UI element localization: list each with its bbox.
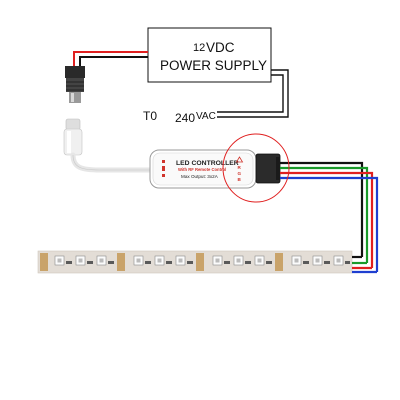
strip-resistor: [145, 261, 151, 264]
strip-resistor: [166, 261, 172, 264]
controller-pin-label-r: R: [238, 165, 242, 170]
controller-input-cable: [70, 152, 153, 173]
output-wire-red: [280, 171, 374, 268]
mains-wire-2: [217, 69, 289, 118]
led-strip: [37, 250, 353, 274]
controller-polarity-triangle: [235, 156, 244, 163]
led-chip: [133, 255, 144, 266]
strip-resistor: [66, 261, 72, 264]
rgb-output-wires: [280, 161, 379, 272]
strip-resistor: [108, 261, 114, 264]
controller-input-mark: [162, 174, 165, 177]
dc-barrel-socket-shine: [67, 131, 71, 153]
power-supply-voltage-unit: VDC: [206, 40, 235, 55]
dc-barrel-socket-cap: [65, 118, 81, 131]
dc-output-leads: [73, 51, 148, 66]
power-supply-voltage-number: 12: [193, 42, 205, 54]
output-connector: [255, 153, 281, 184]
led-chip: [291, 255, 302, 266]
controller-input-mark: [162, 160, 165, 163]
power-supply: 12 VDC POWER SUPPLY: [147, 27, 272, 83]
led-controller: LED CONTROLLER With RF Remote Control Ma…: [149, 149, 257, 189]
led-strip-cut-pads: [40, 253, 283, 271]
dc-barrel-plug-body: [65, 66, 85, 78]
controller-pin-label-g: G: [238, 171, 242, 176]
controller-output-markings: R G B: [235, 156, 244, 182]
led-chip: [75, 255, 86, 266]
dc-barrel-socket: [63, 118, 83, 156]
controller-pin-label-b: B: [238, 177, 242, 182]
dc-red-wire: [73, 51, 148, 66]
led-strip-resistors: [66, 261, 350, 264]
led-controller-subtitle: With RF Remote Control: [178, 167, 226, 172]
dc-barrel-plug: [65, 66, 85, 103]
controller-input-cable-edge: [72, 154, 150, 171]
mains-to-label: T0: [143, 109, 157, 123]
strip-cut-pad: [40, 253, 48, 271]
strip-resistor: [187, 261, 193, 264]
led-chip: [212, 255, 223, 266]
power-supply-box: [147, 27, 272, 83]
led-controller-title: LED CONTROLLER: [176, 160, 239, 167]
strip-resistor: [345, 261, 350, 264]
strip-input-wires: [352, 255, 377, 274]
strip-resistor: [324, 261, 330, 264]
led-chip: [175, 255, 186, 266]
strip-resistor: [87, 261, 93, 264]
mains-voltage-unit: VAC: [196, 111, 216, 122]
led-strip-leds: [54, 255, 344, 266]
strip-cut-pad: [275, 253, 283, 271]
led-chip: [233, 255, 244, 266]
dc-barrel-plug-tip: [69, 92, 81, 103]
dc-barrel-socket-body: [63, 128, 83, 156]
controller-input-mark: [162, 166, 165, 171]
strip-resistor: [245, 261, 251, 264]
led-chip: [154, 255, 165, 266]
led-chip: [312, 255, 323, 266]
mains-wire-1: [217, 74, 284, 113]
output-wire-blue: [280, 176, 379, 272]
led-chip: [254, 255, 265, 266]
dc-barrel-plug-tip-shine: [71, 93, 74, 102]
led-chip: [54, 255, 65, 266]
dc-black-wire: [79, 56, 148, 66]
led-chip: [333, 255, 344, 266]
strip-resistor: [266, 261, 272, 264]
power-supply-name: POWER SUPPLY: [160, 58, 267, 73]
mains-input: T0 240 VAC: [143, 69, 289, 125]
output-connector-face: [276, 157, 280, 180]
led-controller-max-output: Max Output: 3x2A: [181, 174, 219, 179]
strip-cut-pad: [117, 253, 125, 271]
led-controller-inner: [152, 152, 254, 186]
output-wire-green: [280, 166, 369, 263]
led-chip: [96, 255, 107, 266]
controller-input-markings: [162, 160, 165, 177]
mains-voltage-number: 240: [175, 111, 195, 125]
output-wire-black: [280, 161, 364, 257]
strip-resistor: [224, 261, 230, 264]
strip-resistor: [303, 261, 309, 264]
connector-highlight-circle: [222, 133, 290, 203]
strip-cut-pad: [196, 253, 204, 271]
